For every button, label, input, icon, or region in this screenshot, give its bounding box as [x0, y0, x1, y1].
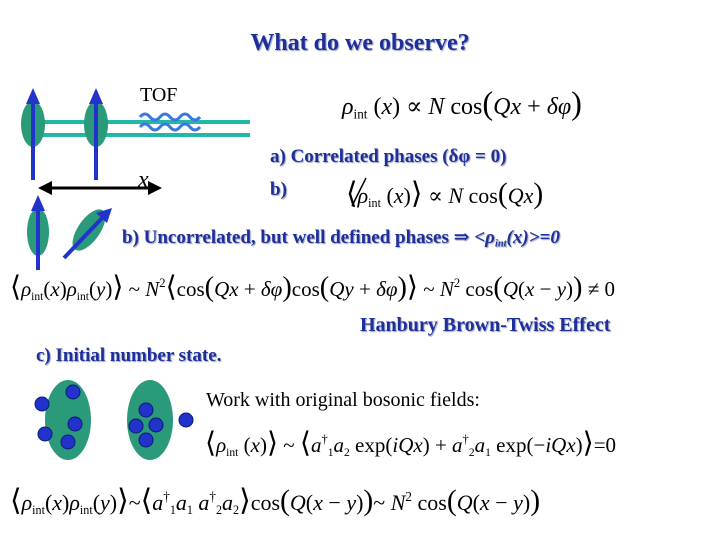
tof-label: TOF: [140, 84, 178, 106]
equation-bosonic-expectation: ⟨ρint (x)⟩ ~ ⟨a†1a2 exp(iQx) + a†2a1 exp…: [205, 428, 617, 460]
condensate-blob: [45, 380, 91, 460]
item-a: a) Correlated phases (δφ = 0): [270, 146, 507, 167]
wave-line: [138, 122, 202, 132]
wave-line: [138, 112, 202, 122]
hbt-label: Hanbury Brown-Twiss Effect: [360, 314, 611, 336]
strike-mark: [351, 177, 367, 207]
equation-bosonic-correlation: ⟨ρint(x)ρint(y)⟩~⟨a†1a1 a†2a2⟩cos(Q(x − …: [10, 485, 541, 518]
equation-expectation: ⟨ρint (x)⟩ ∝ N cos(Qx): [346, 178, 544, 211]
item-c: c) Initial number state.: [36, 345, 222, 366]
item-b-short: b): [270, 179, 287, 200]
number-state-diagram: [34, 380, 194, 460]
item-b-full: b) Uncorrelated, but well defined phases…: [122, 227, 560, 250]
tof-diagram: [21, 88, 250, 270]
arrow-head: [26, 88, 40, 104]
equation-rho-int: ρint (x) ∝ N cos(Qx + δφ): [342, 86, 582, 122]
equation-correlation: ⟨ρint(x)ρint(y)⟩ ~ N2⟨cos(Qx + δφ)cos(Qy…: [10, 272, 616, 304]
work-label: Work with original bosonic fields:: [206, 389, 480, 411]
spin-arrow: [62, 214, 106, 260]
arrow-head: [89, 88, 103, 104]
slide-title: What do we observe?: [250, 30, 470, 56]
x-label: x: [138, 167, 149, 193]
